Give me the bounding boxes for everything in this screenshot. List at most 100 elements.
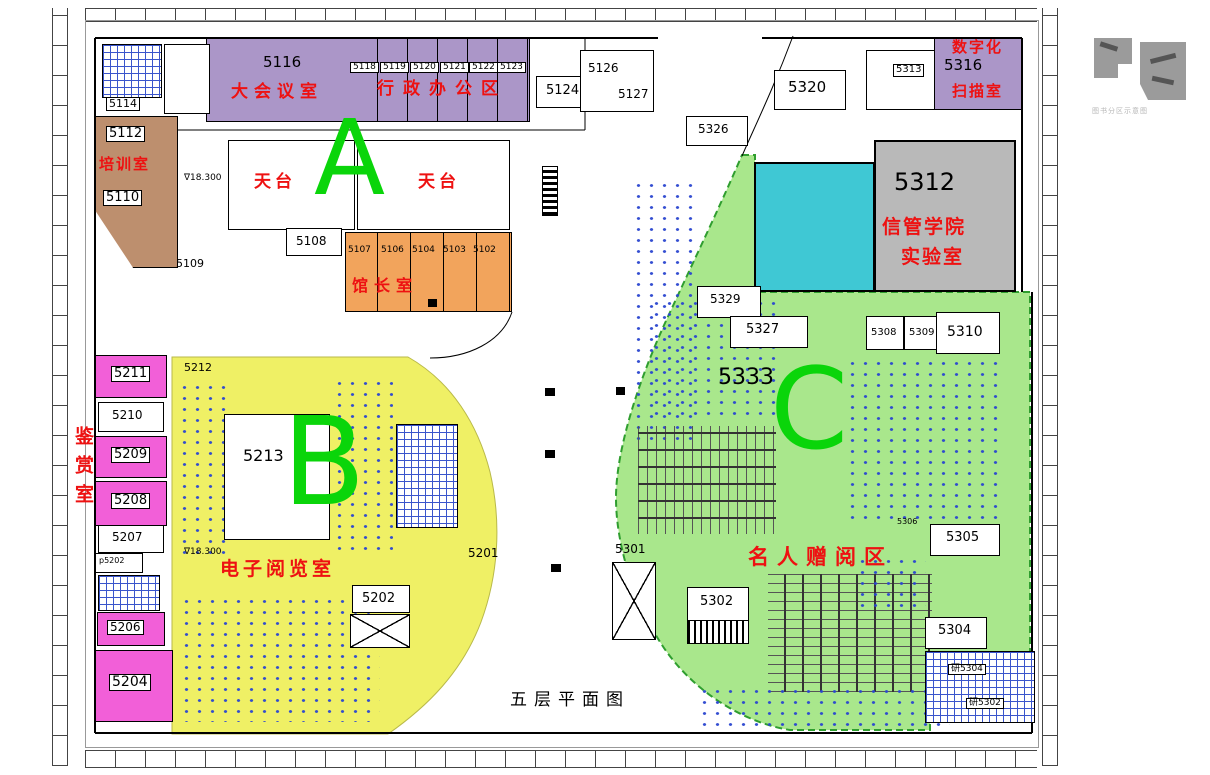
label-digital-line2: 扫描室 <box>952 82 1004 100</box>
room-label-5204: 5204 <box>109 674 151 691</box>
room-box-5207 <box>98 525 164 553</box>
room-label-5313: 5313 <box>893 64 925 77</box>
room-label-5213: 5213 <box>243 446 284 465</box>
room-label-5304: 5304 <box>938 623 972 638</box>
furniture-cluster <box>698 686 950 726</box>
room-label-5301: 5301 <box>615 542 646 556</box>
room-label-5108: 5108 <box>296 234 327 248</box>
room-label-5202: 5202 <box>362 591 396 606</box>
furniture-cluster <box>180 596 380 722</box>
stair-hatch <box>687 620 749 644</box>
room-label-5110: 5110 <box>103 190 143 206</box>
label-director-room: 馆长室 <box>352 276 419 295</box>
room-box-5305 <box>930 524 1000 556</box>
room-box-5308 <box>866 316 904 350</box>
furniture-cluster <box>846 358 998 526</box>
room-label-5327: 5327 <box>746 322 780 337</box>
corner-logo <box>1094 38 1186 100</box>
room-box-5210 <box>98 402 164 432</box>
room-box-5310 <box>936 312 1000 354</box>
study-carrels-box <box>925 651 1035 723</box>
zone-letter-a: A <box>314 97 386 219</box>
room-label-5302: 5302 <box>700 594 734 609</box>
room-label-5320: 5320 <box>788 78 827 96</box>
label-appreciation-room: 鉴赏室 <box>71 426 94 513</box>
room-box-5304 <box>925 617 987 649</box>
zone-letter-c: C <box>770 345 849 475</box>
room-box-5108 <box>286 228 342 256</box>
column-marker <box>545 388 555 396</box>
label-celebrity-area: 名人赠阅区 <box>748 545 893 569</box>
room-label-yan5304: 研5304 <box>948 664 986 676</box>
room-label-5326: 5326 <box>698 122 729 136</box>
room-label-5120: 5120 <box>410 62 439 74</box>
room-box-5329 <box>697 286 761 318</box>
room-label-5122: 5122 <box>469 62 498 74</box>
room-label-5210: 5210 <box>112 408 143 422</box>
elevator-shaft <box>612 562 656 640</box>
director-partitions <box>345 233 512 311</box>
room-label-5308: 5308 <box>871 327 897 338</box>
ruler-right <box>1042 8 1058 766</box>
zone-cyan-block <box>754 162 875 292</box>
room-label-5119: 5119 <box>380 62 409 74</box>
room-box-5327 <box>730 316 808 348</box>
site-boundary <box>85 20 1039 748</box>
room-label-5206: 5206 <box>107 620 144 635</box>
zone-scanning-room <box>934 38 1022 110</box>
ruler-left <box>52 8 68 766</box>
room-label-5316: 5316 <box>944 56 983 74</box>
room-box-5114 <box>102 44 162 98</box>
label-terrace-left: 天台 <box>254 172 296 192</box>
plan-title: 五层平面图 <box>510 690 630 710</box>
label-terrace-right: 天台 <box>418 172 460 192</box>
room-label-5212: 5212 <box>184 361 212 374</box>
furniture-cluster <box>856 556 926 612</box>
room-label-5114: 5114 <box>106 97 140 111</box>
room-box-5326 <box>686 116 748 146</box>
room-label-5118: 5118 <box>350 62 379 74</box>
column-marker <box>616 387 625 395</box>
room-label-5103: 5103 <box>443 245 466 255</box>
elevation-marker: ∇18.300 <box>184 173 222 183</box>
room-label-5207: 5207 <box>112 530 143 544</box>
elevator-shaft <box>350 614 410 648</box>
room-label-5121: 5121 <box>440 62 469 74</box>
room-label-5201: 5201 <box>468 546 499 560</box>
room-label-5106: 5106 <box>381 245 404 255</box>
bookshelf-rows <box>638 426 776 534</box>
stairwell-hatch <box>542 166 558 216</box>
terrace-left-box <box>228 140 355 230</box>
room-label-5310: 5310 <box>947 324 983 340</box>
room-label-5112: 5112 <box>106 126 146 142</box>
label-admin-area: 行政办公区 <box>377 79 507 99</box>
elevation-value: 18.300 <box>190 547 222 557</box>
label-infoschool-line1: 信管学院 <box>882 216 967 238</box>
room-label-5116: 5116 <box>263 53 302 71</box>
ruler-bottom <box>85 750 1037 768</box>
logo-shape-right <box>1140 42 1186 100</box>
room-label-5107: 5107 <box>348 245 371 255</box>
elevation-value: 18.300 <box>190 173 222 183</box>
room-label-5312: 5312 <box>894 168 956 196</box>
column-marker <box>428 299 437 307</box>
room-box-5309 <box>904 316 940 350</box>
admin-office-partitions <box>348 39 530 121</box>
ruler-top <box>85 8 1037 22</box>
room-label-5208: 5208 <box>111 493 151 509</box>
room-label-5126: 5126 <box>588 61 619 75</box>
room-label-5127: 5127 <box>618 87 649 101</box>
zone-infoschool-lab <box>874 140 1016 292</box>
elevation-triangle-icon: ∇ <box>184 173 191 183</box>
room-box-5213 <box>224 414 330 540</box>
room-label-5209: 5209 <box>111 447 151 463</box>
room-box-5202 <box>352 585 410 613</box>
furniture-cluster <box>333 378 393 556</box>
column-marker <box>545 450 555 458</box>
room-label-5124: 5124 <box>546 83 580 98</box>
storage-grid-box <box>98 575 160 611</box>
room-label-5123: 5123 <box>497 62 526 74</box>
logo-shape-left <box>1094 38 1132 78</box>
room-label-5109: 5109 <box>176 257 204 270</box>
